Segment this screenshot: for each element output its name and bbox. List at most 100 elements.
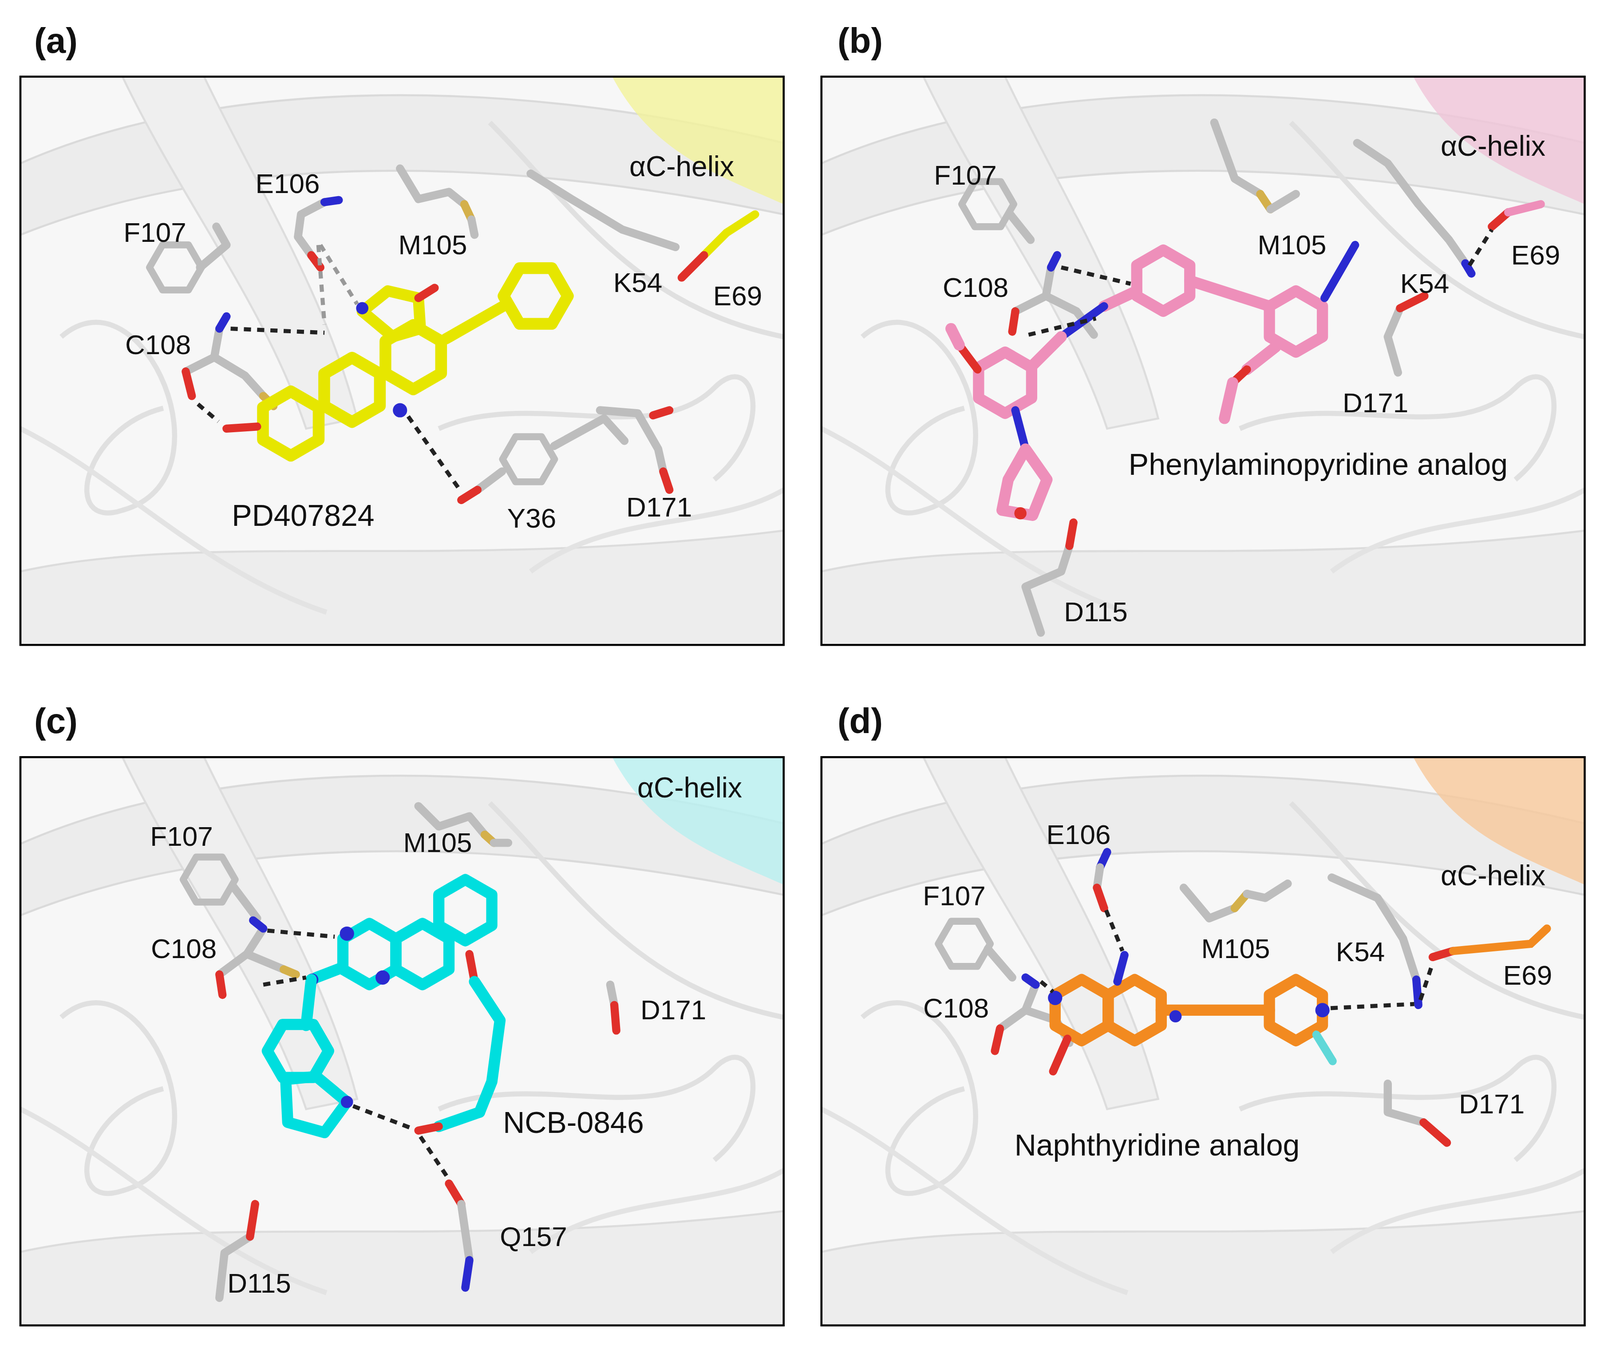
structure-stroke (1025, 977, 1036, 985)
structure-stroke (324, 200, 339, 203)
structure-stroke (219, 974, 223, 996)
structure-stroke (600, 410, 664, 472)
structure-stroke (663, 471, 670, 490)
structure-stroke (995, 1028, 1000, 1052)
residue-label: K54 (613, 267, 663, 298)
structure-stroke (418, 1126, 439, 1131)
structure-stroke (352, 1106, 412, 1130)
residue-label: D171 (1458, 1089, 1525, 1120)
structure-stroke (461, 1204, 470, 1261)
structure-stroke (392, 402, 407, 418)
structure-stroke (267, 1024, 329, 1079)
structure-stroke (1387, 1083, 1424, 1123)
panel-c (20, 757, 784, 1326)
structure-stroke (1061, 267, 1131, 285)
residue-label: E69 (1511, 240, 1561, 271)
structure-stroke (1010, 214, 1031, 240)
structure-stroke (821, 757, 1585, 1326)
structure-stroke (951, 328, 960, 346)
structure-stroke (474, 981, 500, 1113)
structure-stroke (1012, 311, 1016, 332)
structure-stroke (219, 316, 227, 329)
residue-label: M105 (398, 229, 467, 261)
structure-stroke (20, 757, 784, 1326)
structure-stroke (821, 76, 1585, 646)
structure-stroke (553, 418, 625, 447)
structure-stroke (614, 1005, 617, 1031)
structure-stroke (1040, 981, 1054, 992)
residue-label: E106 (255, 168, 320, 199)
structure-stroke (1014, 507, 1027, 520)
structure-stroke (1183, 888, 1235, 919)
panel-b (821, 76, 1585, 646)
residue-label: K54 (1335, 936, 1385, 968)
structure-stroke (1413, 76, 1585, 205)
residue-label: C108 (150, 933, 217, 964)
structure-stroke (1104, 291, 1138, 307)
structure-stroke (1423, 1122, 1447, 1143)
ligand-name: Naphthyridine analog (1014, 1128, 1300, 1162)
structure-stroke (821, 76, 1585, 646)
structure-stroke (1047, 991, 1063, 1006)
panel-a (20, 76, 784, 646)
structure-stroke (20, 76, 784, 646)
structure-stroke (965, 344, 1045, 422)
structure-stroke (249, 1204, 255, 1237)
ligand-name: Phenylaminopyridine analog (1128, 447, 1508, 482)
residue-label: F107 (922, 880, 986, 912)
residue-label: C108 (923, 993, 989, 1024)
structure-stroke (420, 1136, 449, 1180)
structure-stroke (1420, 963, 1433, 1001)
structure-stroke (200, 226, 227, 268)
structure-stroke (1508, 204, 1541, 213)
structure-stroke (1025, 545, 1070, 633)
residue-label: Q157 (499, 1221, 568, 1253)
residue-label: M105 (1257, 229, 1327, 261)
structure-stroke (1224, 382, 1233, 419)
helix-label: αC-helix (629, 150, 735, 182)
structure-stroke (20, 757, 784, 1326)
ligand-name: PD407824 (231, 498, 375, 533)
structure-stroke (703, 214, 755, 256)
helix-label: αC-helix (637, 772, 743, 804)
residue-label: C108 (942, 272, 1009, 303)
structure-stroke (999, 984, 1036, 1029)
structure-stroke (821, 757, 1585, 1326)
structure-stroke (1247, 347, 1276, 370)
structure-stroke (185, 371, 192, 396)
structure-stroke (987, 948, 1013, 978)
structure-stroke (1330, 1004, 1415, 1009)
structure-stroke (503, 268, 569, 324)
structure-stroke (471, 219, 475, 235)
residue-label: E106 (1046, 819, 1111, 850)
ligand-name: NCB-0846 (502, 1106, 644, 1140)
residue-label: F107 (123, 217, 186, 248)
structure-stroke (461, 489, 478, 501)
structure-stroke (267, 930, 335, 937)
structure-stroke (20, 757, 784, 1326)
structure-stroke (263, 977, 307, 985)
residue-label: E69 (1503, 960, 1553, 991)
structure-stroke (1169, 1010, 1182, 1023)
structure-stroke (340, 1096, 354, 1109)
helix-label: αC-helix (1440, 130, 1546, 162)
structure-stroke (285, 1076, 348, 1133)
residue-label: E69 (713, 280, 763, 312)
structure-stroke (1247, 883, 1288, 898)
panel-letter: (c) (34, 701, 78, 741)
structure-stroke (612, 757, 784, 885)
structure-stroke (1032, 336, 1062, 366)
structure-stroke (1453, 928, 1548, 952)
structure-stroke (219, 928, 264, 975)
structure-stroke (1015, 410, 1026, 450)
structure-stroke (320, 244, 358, 305)
structure-stroke (425, 872, 506, 949)
structure-stroke (502, 436, 555, 482)
structure-stroke (197, 404, 219, 422)
structure-stroke (183, 857, 236, 903)
structure-stroke (1117, 955, 1125, 982)
structure-stroke (214, 357, 264, 396)
panel-d (821, 757, 1585, 1326)
structure-stroke (938, 921, 991, 967)
